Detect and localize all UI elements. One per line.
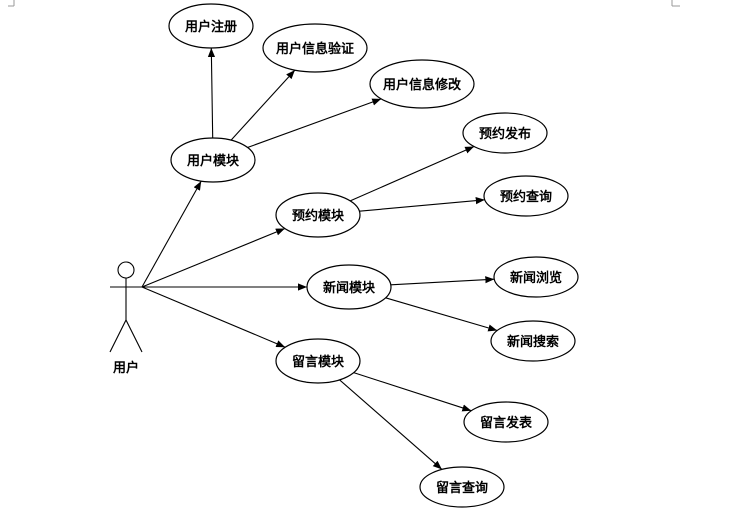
use-case-ellipse-user-module bbox=[170, 137, 256, 183]
use-case-label-news-browse: 新闻浏览 bbox=[510, 270, 562, 286]
edges-layer bbox=[141, 47, 498, 470]
edge-booking-module-to-booking-query bbox=[359, 197, 485, 212]
use-case-ellipse-user-modify bbox=[369, 59, 475, 109]
use-case-label-user-verify: 用户信息验证 bbox=[275, 41, 354, 57]
use-case-news-module: 新闻模块 bbox=[306, 264, 392, 310]
use-case-ellipse-news-module bbox=[306, 264, 392, 310]
use-case-user-module: 用户模块 bbox=[170, 137, 256, 183]
use-case-ellipse-booking-query bbox=[483, 175, 569, 217]
use-case-news-search: 新闻搜索 bbox=[490, 320, 576, 362]
actor-leg-left bbox=[109, 319, 127, 353]
edge-user-module-to-user-verify bbox=[230, 69, 296, 141]
use-case-label-message-post: 留言发表 bbox=[480, 415, 533, 431]
actor-head bbox=[117, 261, 135, 279]
edge-message-module-to-message-post bbox=[353, 372, 472, 412]
edge-actor-to-user-module bbox=[141, 180, 202, 288]
use-case-news-browse: 新闻浏览 bbox=[493, 256, 579, 298]
use-case-label-booking-module: 预约模块 bbox=[292, 208, 345, 224]
use-case-ellipse-user-verify bbox=[262, 23, 368, 73]
edge-actor-to-booking-module bbox=[141, 227, 286, 288]
use-case-message-post: 留言发表 bbox=[463, 401, 549, 443]
use-case-message-query: 留言查询 bbox=[419, 466, 505, 508]
edge-actor-to-message-module bbox=[141, 286, 286, 348]
edge-user-module-to-user-modify bbox=[247, 98, 382, 149]
use-case-message-module: 留言模块 bbox=[275, 338, 361, 384]
use-case-label-booking-publish: 预约发布 bbox=[479, 126, 531, 142]
use-case-user-register: 用户注册 bbox=[168, 3, 254, 49]
actor-label: 用户 bbox=[112, 360, 139, 376]
use-case-ellipse-message-module bbox=[275, 338, 361, 384]
use-case-label-user-module: 用户模块 bbox=[186, 153, 240, 169]
use-case-ellipse-booking-publish bbox=[462, 112, 548, 154]
use-case-user-modify: 用户信息修改 bbox=[369, 59, 475, 109]
use-case-booking-module: 预约模块 bbox=[275, 192, 361, 238]
use-case-label-booking-query: 预约查询 bbox=[500, 189, 552, 205]
use-case-ellipse-news-search bbox=[490, 320, 576, 362]
use-case-ellipse-message-post bbox=[463, 401, 549, 443]
edge-message-module-to-message-query bbox=[339, 379, 443, 470]
use-case-ellipse-news-browse bbox=[493, 256, 579, 298]
actor-leg-right bbox=[125, 319, 143, 353]
use-case-label-user-modify: 用户信息修改 bbox=[382, 77, 462, 93]
use-case-label-news-module: 新闻模块 bbox=[323, 280, 376, 296]
use-case-label-user-register: 用户注册 bbox=[184, 19, 237, 35]
use-case-user-verify: 用户信息验证 bbox=[262, 23, 368, 73]
edge-user-module-to-user-register bbox=[207, 47, 216, 139]
use-case-booking-publish: 预约发布 bbox=[462, 112, 548, 154]
edge-news-module-to-news-browse bbox=[390, 276, 495, 286]
use-case-label-news-search: 新闻搜索 bbox=[507, 334, 559, 350]
actor-user: 用户 bbox=[109, 261, 143, 376]
use-case-ellipse-booking-module bbox=[275, 192, 361, 238]
use-case-label-message-module: 留言模块 bbox=[292, 354, 345, 370]
use-case-booking-query: 预约查询 bbox=[483, 175, 569, 217]
use-case-label-message-query: 留言查询 bbox=[436, 480, 488, 496]
edge-booking-module-to-booking-publish bbox=[349, 145, 475, 202]
use-case-ellipse-message-query bbox=[419, 466, 505, 508]
edge-news-module-to-news-search bbox=[385, 297, 498, 332]
use-case-ellipse-user-register bbox=[168, 3, 254, 49]
